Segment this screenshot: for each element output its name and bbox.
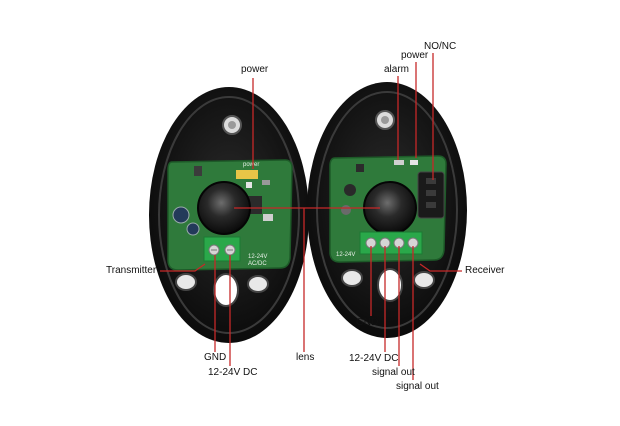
receiver-terminal-block — [359, 231, 423, 255]
label-power-left: power — [241, 64, 269, 75]
transmitter-lens — [198, 182, 250, 234]
transmitter-housing-rim — [158, 96, 300, 334]
pcb-text-left-voltage: 12-24V — [248, 254, 267, 260]
transmitter-mount-slot-right — [247, 275, 269, 293]
leader-transmitter — [160, 263, 206, 272]
receiver-unit: 12-24V — [307, 82, 467, 338]
label-dc-left: 12-24V DC — [208, 367, 258, 378]
receiver-cable-hole — [377, 268, 403, 302]
label-transmitter: Transmitter — [106, 265, 157, 276]
pcb-text-left-acdc: AC/DC — [248, 261, 267, 267]
receiver-mount-slot-left — [341, 269, 363, 287]
label-power-right: power — [401, 50, 429, 61]
label-lens: lens — [296, 352, 315, 363]
pcb-text-right-voltage: 12-24V — [336, 252, 355, 258]
label-gnd-left: GND — [204, 352, 227, 363]
transmitter-mount-slot-left — [175, 273, 197, 291]
label-nonc: NO/NC — [424, 41, 457, 52]
label-signal-out-1: signal out — [372, 367, 415, 378]
transmitter-unit: power 12-24V AC/DC — [149, 87, 309, 343]
leader-lines — [160, 53, 462, 380]
transmitter-cable-hole — [213, 273, 239, 307]
leader-receiver — [419, 263, 462, 272]
pcb-text-left-power: power — [243, 162, 259, 168]
label-alarm: alarm — [384, 64, 410, 75]
receiver-housing-rim — [316, 91, 458, 329]
label-dc-right: 12-24V DC — [349, 353, 399, 364]
label-receiver: Receiver — [465, 265, 505, 276]
label-signal-out-2: signal out — [396, 381, 439, 392]
receiver-lens — [364, 182, 416, 234]
label-gnd-right: GND — [356, 317, 379, 328]
receiver-mount-slot-right — [413, 271, 435, 289]
